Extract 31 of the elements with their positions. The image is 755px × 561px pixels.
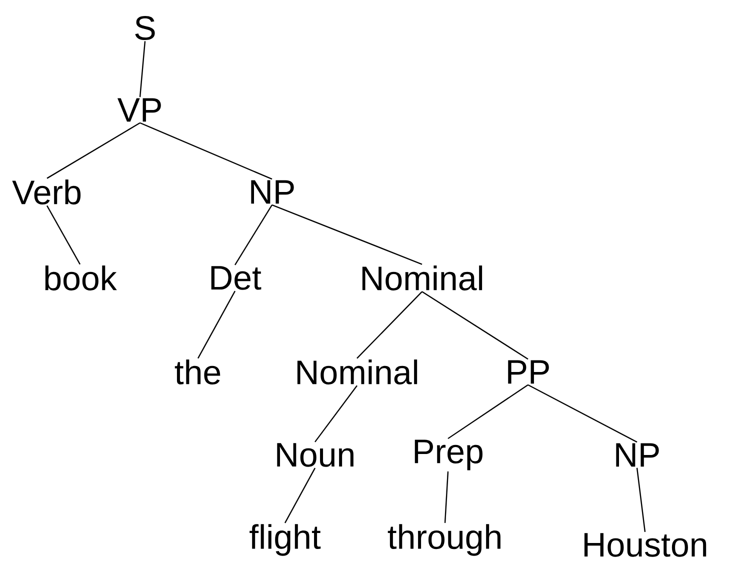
tree-label: Prep [414, 440, 482, 470]
tree-label: Nominal [297, 360, 418, 384]
tree-branch [46, 205, 81, 265]
tree-branch [197, 290, 236, 359]
tree-label: through [388, 524, 500, 556]
tree-label: flight [250, 524, 321, 556]
tree-label: Det [211, 266, 262, 290]
tree-label: NP [616, 443, 659, 467]
tree-label: S [135, 16, 155, 40]
tree-label: book [45, 266, 117, 290]
tree-branch [356, 291, 422, 359]
tree-branch [140, 122, 272, 180]
tree-branch [139, 41, 146, 98]
tree-branch [314, 385, 358, 442]
tree-label: Houston [584, 533, 706, 557]
tree-label: PP [508, 360, 549, 384]
tree-branch [272, 204, 422, 265]
tree-label: NP [251, 180, 294, 204]
tree-label: Verb [12, 180, 81, 204]
tree-branch [234, 204, 273, 266]
tree-branch [636, 468, 646, 532]
tree-branch [444, 471, 449, 523]
tree-label: the [174, 360, 220, 384]
tree-label: Noun [277, 443, 354, 467]
tree-label: VP [117, 98, 161, 122]
tree-branch [448, 384, 528, 440]
tree-branch [284, 468, 316, 524]
tree-branch [528, 384, 638, 443]
tree-branch [422, 291, 528, 360]
tree-label: Nominal [362, 266, 482, 290]
tree-branch [46, 122, 140, 179]
